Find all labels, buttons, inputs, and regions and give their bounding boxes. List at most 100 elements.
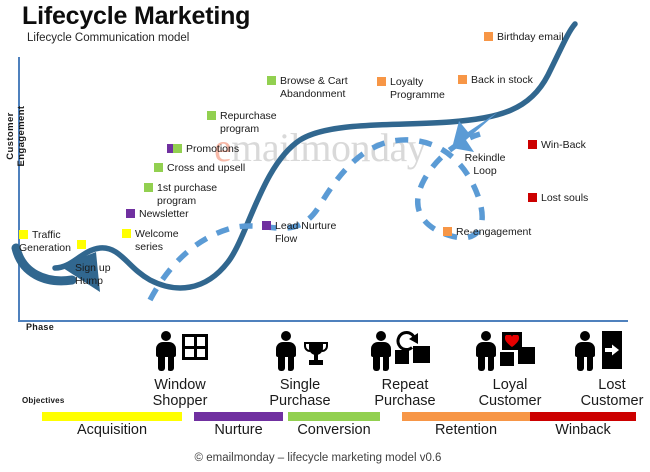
footer: © emailmonday – lifecycle marketing mode… [0, 452, 650, 464]
annotation-label: Promotions [186, 143, 240, 155]
person-icon [370, 331, 392, 371]
objective-retention: Retention [402, 412, 530, 439]
exit-door-icon [602, 331, 622, 369]
annotation-loyalty-programme: Loyalty Programme [377, 76, 462, 101]
rekindle-arrow-head [452, 112, 498, 152]
annotation-sign-up-hump: Sign up Hump [75, 240, 145, 287]
annotation-label: Traffic [32, 229, 61, 241]
person-icon [275, 331, 297, 371]
objective-label: Winback [555, 422, 611, 438]
annotation-label: Welcome [135, 228, 179, 240]
persona-repeat-purchase: Repeat Purchase [345, 329, 465, 409]
persona-name-line1: Lost [598, 377, 626, 393]
annotation-newsletter: Newsletter [126, 208, 236, 221]
objective-nurture: Nurture [194, 412, 283, 439]
swatch-yellow-icon [77, 240, 86, 249]
persona-icons [552, 329, 650, 375]
swatch-green-icon [173, 144, 182, 153]
annotation-label: Birthday email [497, 31, 564, 43]
annotation-label: Cross and upsell [167, 162, 246, 174]
annotation-label: Browse & Cart [280, 75, 348, 87]
objective-bar [402, 412, 530, 421]
persona-window-shopper: Window Shopper [120, 329, 240, 409]
x-axis-label: Phase [26, 322, 55, 332]
rekindle-loop-line1: Rekindle [464, 152, 506, 164]
watermark-initial: e [214, 125, 232, 170]
annotation-label: Win-Back [541, 139, 586, 151]
person-icon [574, 331, 596, 371]
objective-bar [288, 412, 380, 421]
swatch-yellow-icon [19, 230, 28, 239]
swatch-red-icon [528, 193, 537, 202]
persona-name-line2: Purchase [269, 393, 331, 409]
swatch-orange-icon [458, 75, 467, 84]
person-icon [475, 331, 497, 371]
persona-lost-customer: Lost Customer [552, 329, 650, 409]
annotation-repurchase-program: Repurchase program [207, 110, 299, 135]
objective-bar [42, 412, 182, 421]
objective-winback: Winback [530, 412, 636, 439]
persona-name-line1: Repeat [381, 377, 429, 393]
persona-name-line2: Purchase [374, 393, 436, 409]
persona-loyal-customer: Loyal Customer [450, 329, 570, 409]
swatch-purple-icon [167, 144, 173, 153]
annotation-label: Sign up [75, 262, 111, 274]
annotation-win-back: Win-Back [528, 139, 618, 152]
persona-name-line2: Customer [478, 393, 542, 409]
annotation-label-2: Flow [275, 232, 298, 245]
persona-name-line2: Customer [580, 393, 644, 409]
swatch-purple-icon [262, 221, 271, 230]
box-small-icon [395, 350, 409, 364]
page-subtitle: Lifecycle Communication model [27, 32, 190, 44]
persona-name-line1: Window [154, 377, 206, 393]
annotation-label: 1st purchase [157, 182, 218, 194]
persona-name-line1: Single [279, 377, 321, 393]
persona-icons [450, 329, 570, 375]
swatch-orange-icon [484, 32, 493, 41]
annotation-label: Lost souls [541, 192, 589, 204]
persona-name-line2: Shopper [152, 393, 208, 409]
persona-name-line1: Loyal [492, 377, 528, 393]
box-large-icon [518, 347, 535, 364]
annotation-label: Loyalty [390, 76, 424, 88]
y-axis-line [18, 57, 20, 322]
objective-label: Retention [434, 422, 498, 438]
annotation-label-2: Generation [19, 241, 71, 254]
persona-icons [345, 329, 465, 375]
swatch-green-icon [144, 183, 153, 192]
persona-single-purchase: Single Purchase [240, 329, 360, 409]
annotation-browse-cart-abandonment: Browse & Cart Abandonment [267, 75, 377, 100]
objective-bar [530, 412, 636, 421]
heart-icon [505, 335, 519, 347]
swatch-orange-icon [443, 227, 452, 236]
annotation-label-2: Programme [390, 88, 445, 101]
box-large-icon [413, 346, 430, 363]
heart-box-icon [502, 332, 522, 350]
swatch-green-icon [207, 111, 216, 120]
objective-conversion: Conversion [288, 412, 380, 439]
annotation-label: Repurchase [220, 110, 277, 122]
window-icon [182, 334, 208, 360]
trophy-icon [304, 342, 328, 365]
swatch-green-icon [267, 76, 276, 85]
swatch-green-icon [154, 163, 163, 172]
annotation-cross-and-upsell: Cross and upsell [154, 162, 274, 175]
exit-arrow-icon [605, 344, 619, 356]
annotation-re-engagement: Re-engagement [443, 226, 558, 239]
person-icon [155, 331, 177, 371]
annotation-label: Re-engagement [456, 226, 532, 238]
box-small-icon [500, 352, 514, 366]
annotation-back-in-stock: Back in stock [458, 74, 568, 87]
annotation-promotions: Promotions [167, 143, 277, 156]
annotation-label-2: Hump [75, 274, 104, 287]
annotation-label: Newsletter [139, 208, 189, 220]
page-title: Lifecycle Marketing [22, 2, 251, 30]
annotation-label-2: series [135, 240, 164, 253]
persona-icons [240, 329, 360, 375]
annotation-label-2: program [157, 194, 197, 207]
objective-label: Nurture [214, 422, 263, 438]
objective-label: Conversion [297, 422, 371, 438]
annotation-first-purchase-program: 1st purchase program [144, 182, 244, 207]
annotation-label: Lead Nurture [275, 220, 337, 232]
